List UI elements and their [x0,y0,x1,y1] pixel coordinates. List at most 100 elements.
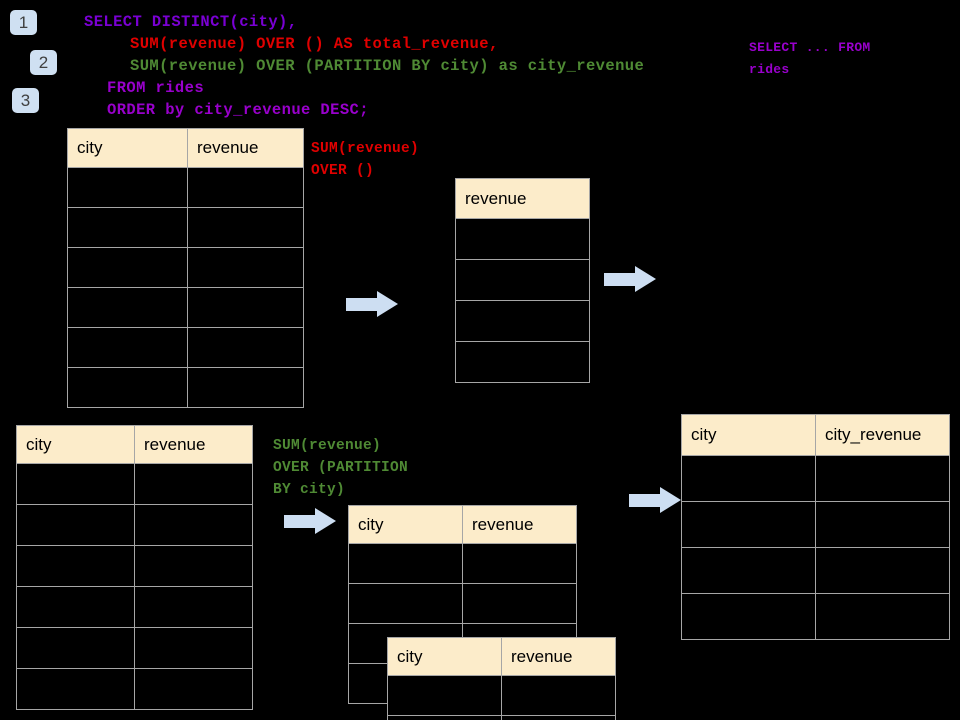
column-header: revenue [501,637,616,676]
table-cell [455,341,590,383]
column-header: city [348,505,463,544]
sum-over-partition-label: SUM(revenue) OVER (PARTITION BY city) [273,438,409,498]
table-cell [67,367,188,408]
table-cell [455,300,590,342]
table-cell [67,167,188,208]
table-row [455,341,590,383]
table-row [681,501,950,548]
table-cell [16,504,135,546]
sql-line-3: SUM(revenue) OVER (PARTITION BY city) as… [130,57,645,75]
table-cell [455,259,590,301]
arrow-shaft [346,298,379,311]
table-row [16,586,253,628]
table-cell [681,547,816,594]
column-header: revenue [462,505,577,544]
table-cell [348,543,463,584]
column-header: city [681,414,816,456]
table-cell [67,207,188,248]
table-cell [16,668,135,710]
table-row [67,207,304,248]
table-cell [815,455,950,502]
table-cell [187,247,304,288]
arrow-total-to-result [604,266,656,293]
table-cell [134,463,253,505]
table-cell [815,547,950,594]
sql-line-1: SELECT DISTINCT(city), [84,13,298,31]
table-cell [16,586,135,628]
table-cell [16,463,135,505]
table-row [348,583,577,624]
column-header: city [387,637,502,676]
step-badge-1: 1 [10,10,37,35]
table-cell [187,207,304,248]
table-cell [134,504,253,546]
arrow-shaft [284,515,317,528]
sql-line-2: SUM(revenue) OVER () AS total_revenue, [130,35,499,53]
table-row [387,675,616,716]
table-cell [681,455,816,502]
table-cell [462,543,577,584]
table-row [387,715,616,720]
step-badge-2: 2 [30,50,57,75]
table-cell [815,501,950,548]
arrow-head-icon [635,266,656,292]
table-cell [681,593,816,640]
table-cell [387,715,502,720]
table-cell [134,668,253,710]
sql-line-5: ORDER by city_revenue DESC; [107,101,369,119]
table-row [348,543,577,584]
table-cell [815,593,950,640]
table-cell [187,327,304,368]
table-cell [501,675,616,716]
table-row [16,545,253,587]
table-row [67,247,304,288]
column-header: city [67,128,188,168]
table-row [67,367,304,408]
table-cell [187,367,304,408]
table-row [455,218,590,260]
arrow-head-icon [315,508,336,534]
table-row [16,627,253,669]
table-cell [134,586,253,628]
table-cell [134,627,253,669]
table-row [455,259,590,301]
table-cell [67,287,188,328]
table-row [681,547,950,594]
table-cell [187,287,304,328]
table-cell [16,627,135,669]
table-cell [187,167,304,208]
table-header-row: revenue [455,178,590,219]
arrow-shaft [629,494,662,507]
table-cell [462,583,577,624]
table-row [67,167,304,208]
table-row [16,668,253,710]
column-header: revenue [134,425,253,464]
table-cell [455,218,590,260]
step-badge-3: 3 [12,88,39,113]
table-row [16,504,253,546]
table-cell [16,545,135,587]
column-header: revenue [455,178,590,219]
column-header: revenue [187,128,304,168]
table-row [681,455,950,502]
sql-query-block: SELECT DISTINCT(city), SUM(revenue) OVER … [84,11,644,121]
sql-line-4: FROM rides [107,79,205,97]
table-row [67,287,304,328]
arrow-head-icon [377,291,398,317]
sum-over-empty-label: SUM(revenue) OVER () [311,141,420,179]
table-cell [387,675,502,716]
arrow-partition-to-result [629,487,681,514]
table-cell [348,583,463,624]
table-row [16,463,253,505]
table-row [455,300,590,342]
table-cell [681,501,816,548]
arrow-source-to-partition [284,508,336,535]
